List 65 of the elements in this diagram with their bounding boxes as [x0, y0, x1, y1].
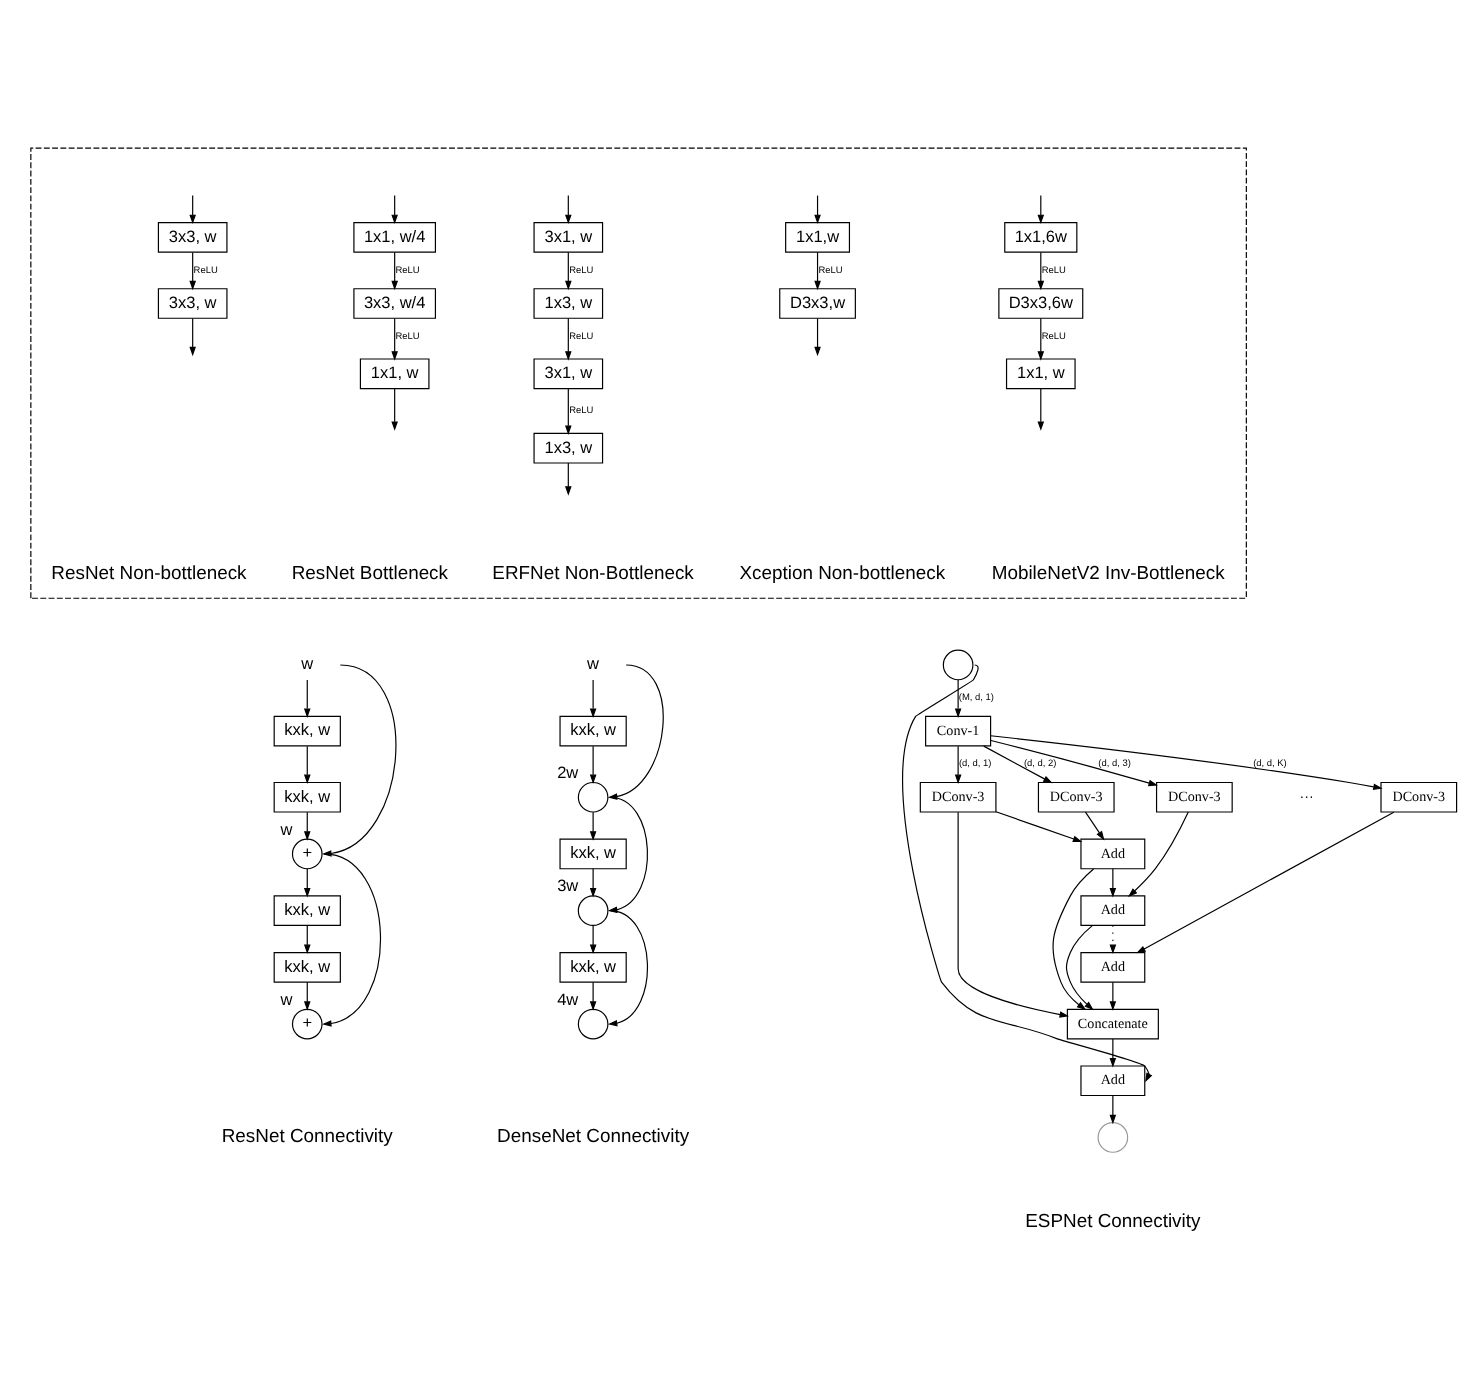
arrow	[589, 744, 597, 784]
arrow	[189, 250, 196, 290]
arrow	[814, 194, 821, 224]
arrow	[1037, 194, 1045, 224]
node-circle	[577, 894, 609, 925]
arrow	[990, 738, 1158, 786]
arrow	[565, 316, 572, 360]
arrow	[1052, 867, 1095, 1009]
arrow	[589, 923, 597, 954]
arrow	[391, 316, 398, 360]
arrow	[565, 387, 572, 434]
arrow	[814, 316, 821, 356]
cluster	[30, 146, 1247, 598]
arrow	[391, 250, 398, 290]
arrow	[303, 810, 311, 840]
arrow	[995, 810, 1083, 842]
arrow	[990, 734, 1383, 790]
arrow	[391, 194, 398, 224]
label: MobileNetV2 Inv-Bottleneck	[991, 561, 1225, 584]
arrow	[983, 744, 1053, 783]
arrow	[1136, 810, 1395, 953]
label: Xception Non-bottleneck	[739, 561, 946, 584]
label: ESPNet Connectivity	[1025, 1210, 1201, 1232]
arrow	[902, 663, 1153, 1082]
arrow	[189, 316, 196, 356]
label: ResNet Non-bottleneck	[51, 561, 247, 584]
arrow	[565, 461, 572, 495]
arrow	[565, 250, 572, 290]
node-circle	[1097, 1121, 1129, 1152]
arrow	[1037, 387, 1045, 430]
arrow	[1109, 923, 1117, 954]
arrow	[954, 744, 962, 784]
arrow	[814, 250, 821, 290]
arrow	[1109, 1094, 1117, 1124]
label: DenseNet Connectivity	[497, 1124, 690, 1147]
label: ResNet Connectivity	[221, 1124, 393, 1147]
arrow	[1037, 316, 1045, 360]
node-circle	[577, 780, 609, 812]
arrow	[322, 852, 381, 1026]
arrow	[189, 194, 196, 224]
arrow	[303, 678, 311, 717]
arrow	[1065, 924, 1094, 1010]
arrow	[589, 810, 597, 840]
arrow	[1084, 810, 1105, 840]
arrow	[589, 867, 597, 897]
arrow	[565, 194, 572, 224]
arrow	[1128, 810, 1189, 896]
arrow	[1037, 250, 1045, 290]
arrow	[607, 909, 648, 1026]
arrow	[1109, 1037, 1117, 1067]
arrow	[303, 980, 311, 1010]
label: ResNet Bottleneck	[291, 561, 449, 584]
arrow	[589, 980, 597, 1010]
label: ERFNet Non-Bottleneck	[492, 561, 694, 584]
arrow	[1109, 980, 1117, 1010]
arrow	[957, 810, 1070, 1017]
node-circle	[577, 1007, 609, 1039]
arrow	[303, 923, 311, 954]
arrow	[391, 387, 398, 430]
arrow	[303, 867, 311, 897]
arrow	[589, 678, 597, 717]
arrow	[303, 744, 311, 784]
arrow	[954, 678, 962, 717]
node-circle	[942, 648, 974, 680]
arrow	[1109, 867, 1117, 897]
